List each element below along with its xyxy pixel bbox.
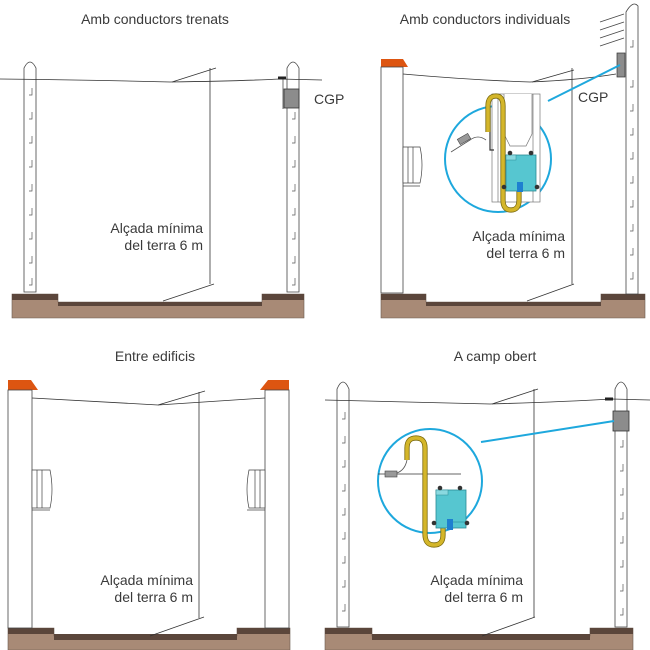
overhead-wire	[0, 78, 323, 83]
height-marker	[149, 390, 206, 637]
height-marker	[526, 68, 575, 302]
ground	[7, 627, 291, 650]
wall-meter-box	[402, 146, 423, 187]
cgp-box	[283, 88, 300, 109]
panel-3-between-buildings	[7, 380, 291, 650]
wall-meter-box-left	[31, 469, 53, 511]
utility-pole-left	[23, 61, 37, 293]
overhead-wire	[402, 73, 617, 83]
building-right	[260, 380, 290, 629]
detail-callout	[377, 420, 615, 548]
panel-3-height-label-line2: del terra 6 m	[114, 589, 193, 605]
detail-callout	[444, 64, 621, 213]
building-left	[7, 380, 38, 629]
panel-1-height-label-line2: del terra 6 m	[124, 237, 203, 253]
panel-2-height-label-line2: del terra 6 m	[486, 245, 565, 261]
panel-2-title: Amb conductors individuals	[399, 11, 571, 27]
overhead-wire	[31, 397, 266, 406]
panel-2-individual-conductors	[380, 3, 646, 319]
cgp-box	[612, 410, 630, 432]
ground	[324, 627, 634, 650]
panel-3-title: Entre edificis	[114, 348, 196, 364]
ground	[380, 293, 646, 319]
height-marker	[162, 67, 217, 302]
panel-4-height-label-line2: del terra 6 m	[444, 589, 523, 605]
building-wall	[380, 59, 408, 294]
height-marker	[481, 388, 539, 637]
panel-1-braided-conductors	[0, 61, 323, 319]
cgp-box	[616, 52, 626, 78]
panel-4-open-field	[324, 381, 650, 650]
panel-2-height-label-line1: Alçada mínima	[472, 228, 565, 244]
panel-1-height-label-line1: Alçada mínima	[110, 220, 203, 236]
utility-pole-right	[599, 3, 639, 295]
utility-pole-right	[286, 61, 300, 293]
panel-4-height-label-line1: Alçada mínima	[430, 572, 523, 588]
wall-meter-box-right	[246, 469, 266, 511]
panel-3-height-label-line1: Alçada mínima	[100, 572, 193, 588]
panel-1-title: Amb conductors trenats	[81, 11, 229, 27]
overhead-wire	[324, 398, 650, 405]
panel-4-title: A camp obert	[453, 348, 537, 364]
panel-2-cgp-label: CGP	[578, 89, 609, 105]
utility-pole-right	[614, 381, 628, 628]
panel-1-cgp-label: CGP	[314, 91, 345, 107]
ground	[11, 293, 305, 319]
utility-pole-left	[336, 381, 350, 628]
